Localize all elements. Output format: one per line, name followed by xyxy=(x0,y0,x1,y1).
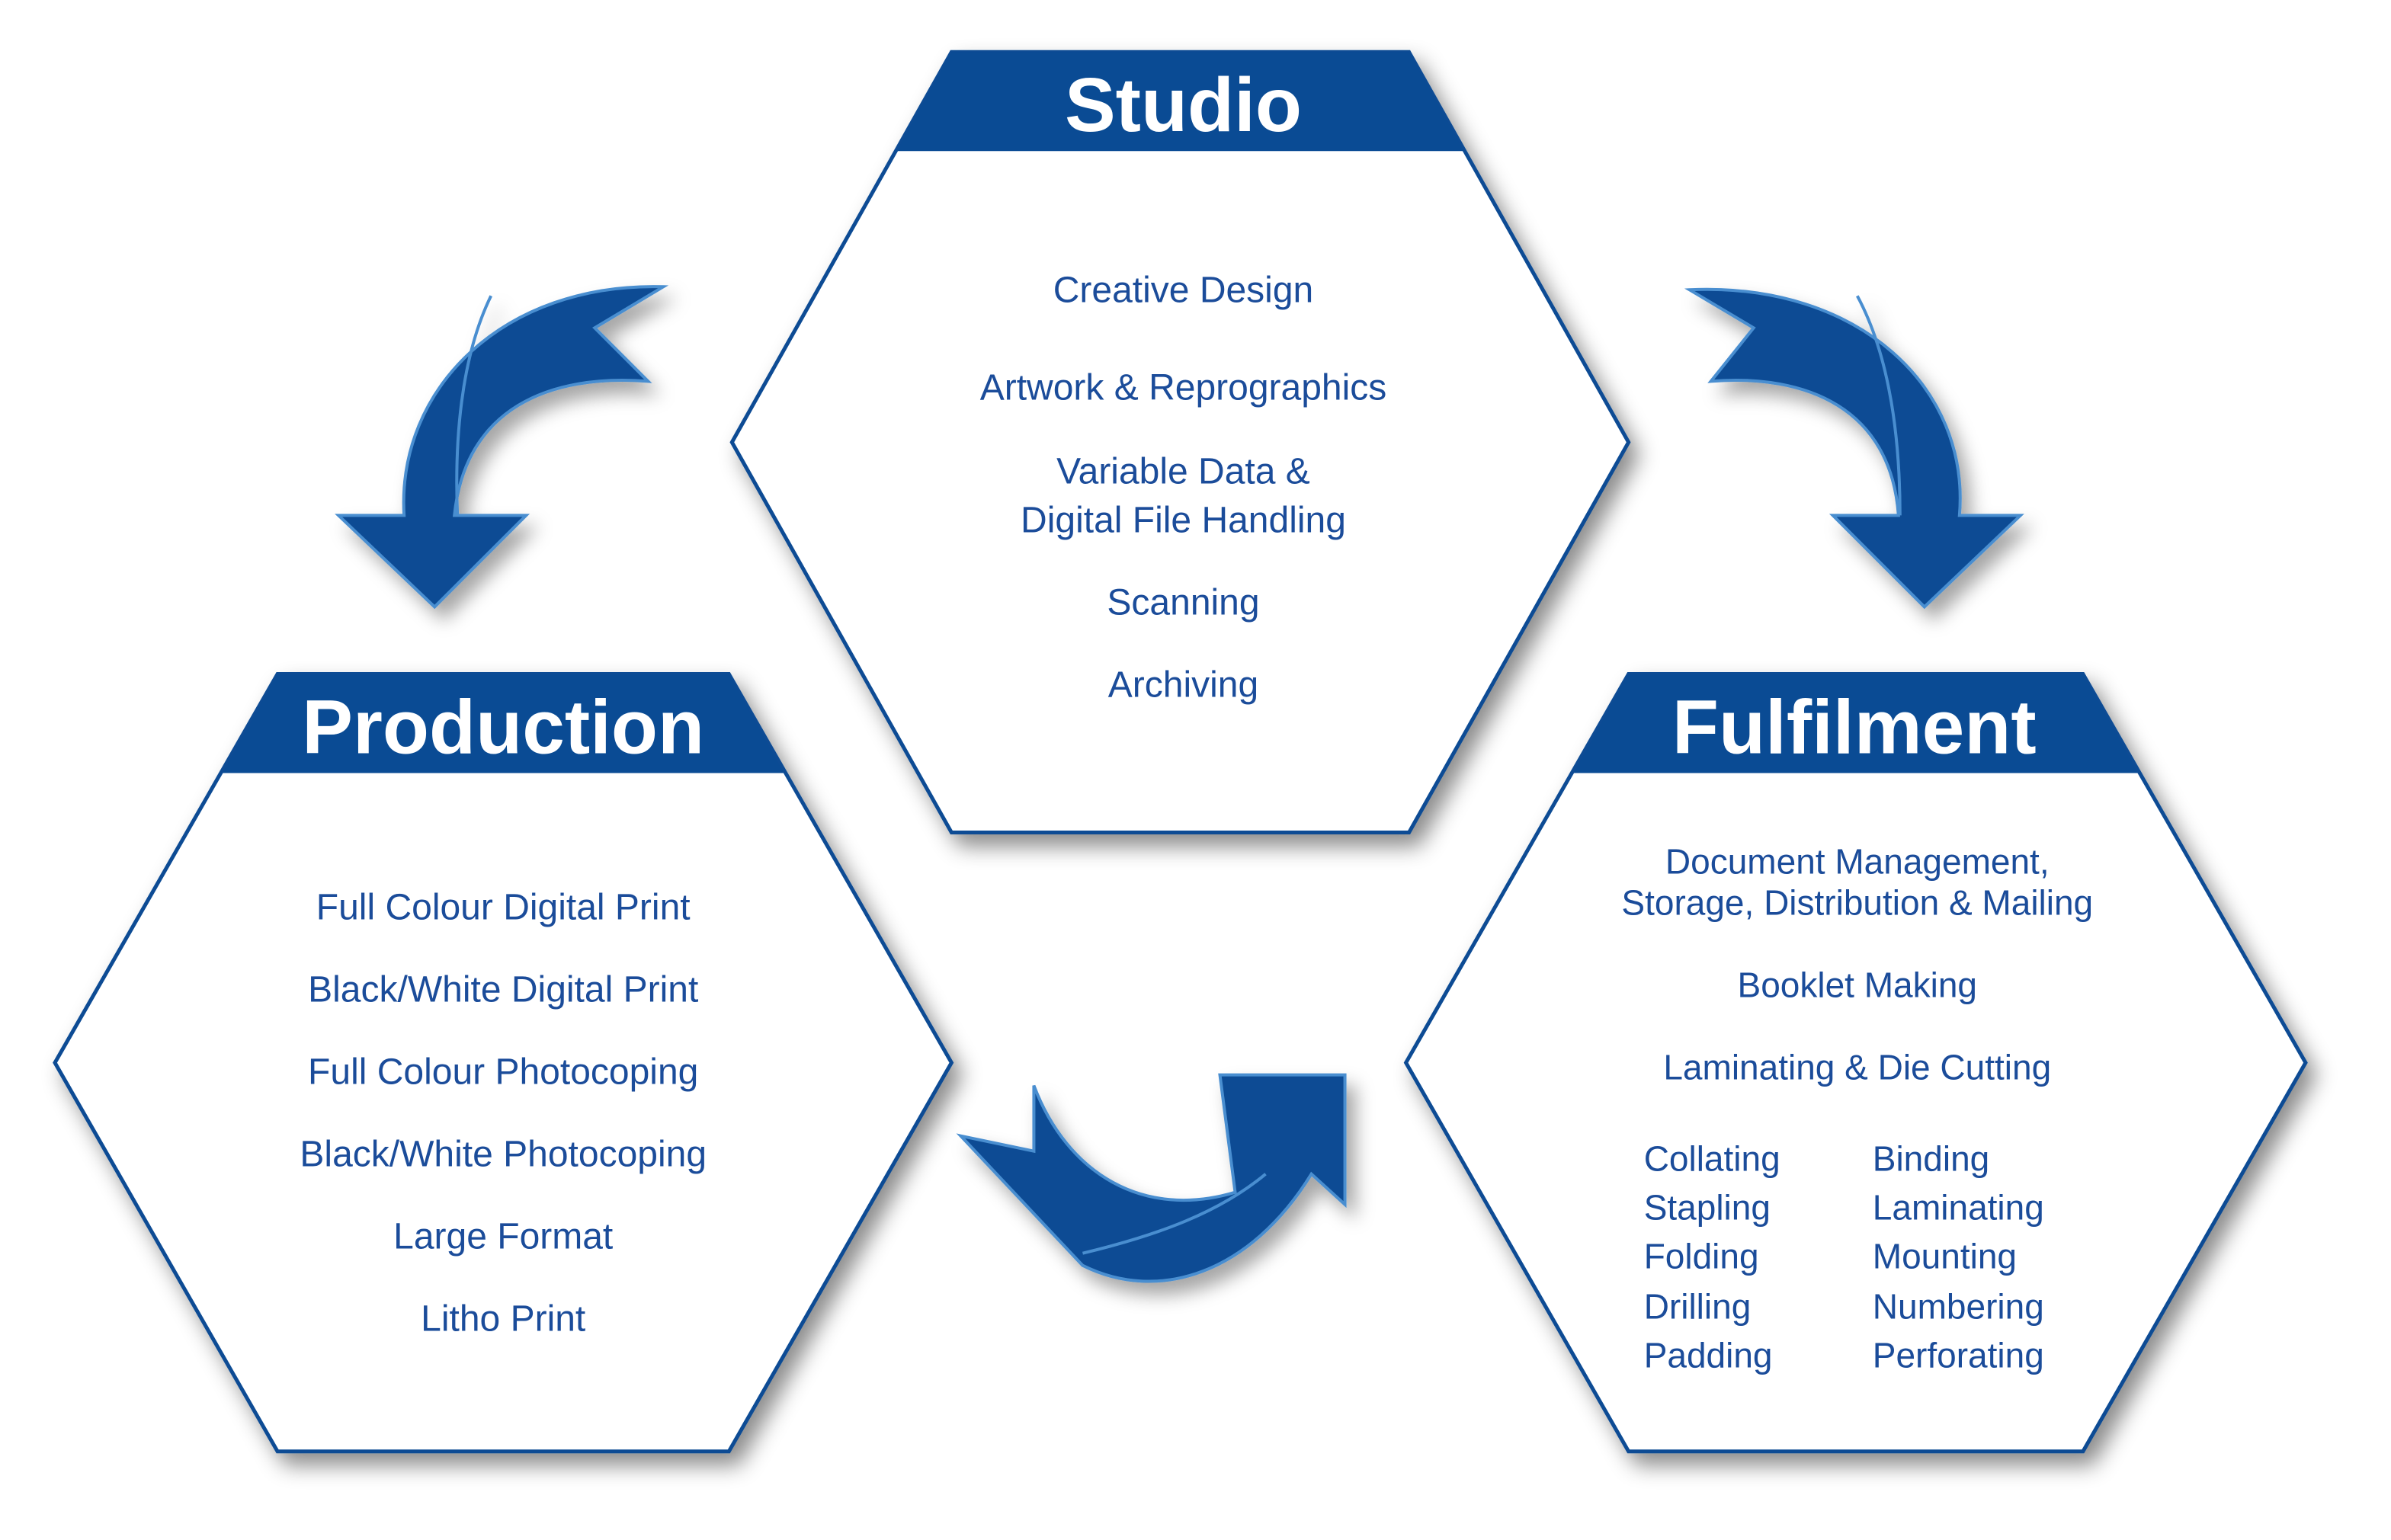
production-item-3: Full Colour Photocoping xyxy=(308,1052,698,1093)
studio-item-1: Creative Design xyxy=(1053,270,1313,310)
production-item-1: Full Colour Digital Print xyxy=(316,888,691,928)
studio-title: Studio xyxy=(1065,62,1302,148)
fulfilment-item-3: Laminating & Die Cutting xyxy=(1663,1048,2051,1087)
production-item-6: Litho Print xyxy=(421,1299,585,1340)
fulfilment-title: Fulfilment xyxy=(1672,684,2037,770)
fulfilment-title-band xyxy=(1573,674,2138,773)
arrow-studio-to-production xyxy=(335,285,669,610)
fulfilment-hexagon: Fulfilment Document Management, Storage,… xyxy=(1403,671,2308,1454)
fulfilment-col1-item: Collating xyxy=(1644,1139,1780,1179)
studio-item-4: Scanning xyxy=(1107,582,1259,623)
production-item-2: Black/White Digital Print xyxy=(308,970,698,1010)
studio-item-3b: Digital File Handling xyxy=(1021,500,1346,540)
production-hexagon: Production Full Colour Digital Print Bla… xyxy=(53,671,954,1454)
production-title-band xyxy=(223,674,784,773)
fulfilment-col2-item: Laminating xyxy=(1873,1188,2044,1228)
fulfilment-col2-item: Binding xyxy=(1873,1139,1989,1179)
studio-item-3a: Variable Data & xyxy=(1056,451,1310,491)
arrow-production-to-fulfilment xyxy=(956,1073,1347,1283)
fulfilment-col2-item: Mounting xyxy=(1873,1237,2017,1276)
production-item-4: Black/White Photocoping xyxy=(300,1135,707,1175)
studio-item-5: Archiving xyxy=(1108,664,1258,705)
studio-title-band xyxy=(896,52,1464,152)
fulfilment-col1-item: Drilling xyxy=(1644,1287,1752,1327)
fulfilment-item-2: Booklet Making xyxy=(1738,965,1978,1005)
production-item-5: Large Format xyxy=(393,1217,613,1257)
studio-item-2: Artwork & Reprographics xyxy=(980,367,1387,408)
fulfilment-list-col1: Collating Stapling Folding Drilling Padd… xyxy=(1644,1139,1780,1375)
fulfilment-col1-item: Padding xyxy=(1644,1336,1773,1375)
fulfilment-col2-item: Perforating xyxy=(1873,1336,2044,1375)
fulfilment-col1-item: Folding xyxy=(1644,1237,1759,1276)
fulfilment-col1-item: Stapling xyxy=(1644,1188,1771,1228)
fulfilment-item-1a: Document Management, xyxy=(1665,842,2050,882)
fulfilment-list-col2: Binding Laminating Mounting Numbering Pe… xyxy=(1873,1139,2044,1375)
arrow-studio-to-fulfilment xyxy=(1684,287,2024,610)
production-title: Production xyxy=(302,684,704,770)
fulfilment-item-1b: Storage, Distribution & Mailing xyxy=(1621,883,2093,923)
fulfilment-col2-item: Numbering xyxy=(1873,1287,2044,1327)
studio-hexagon: Studio Creative Design Artwork & Reprogr… xyxy=(729,50,1631,835)
